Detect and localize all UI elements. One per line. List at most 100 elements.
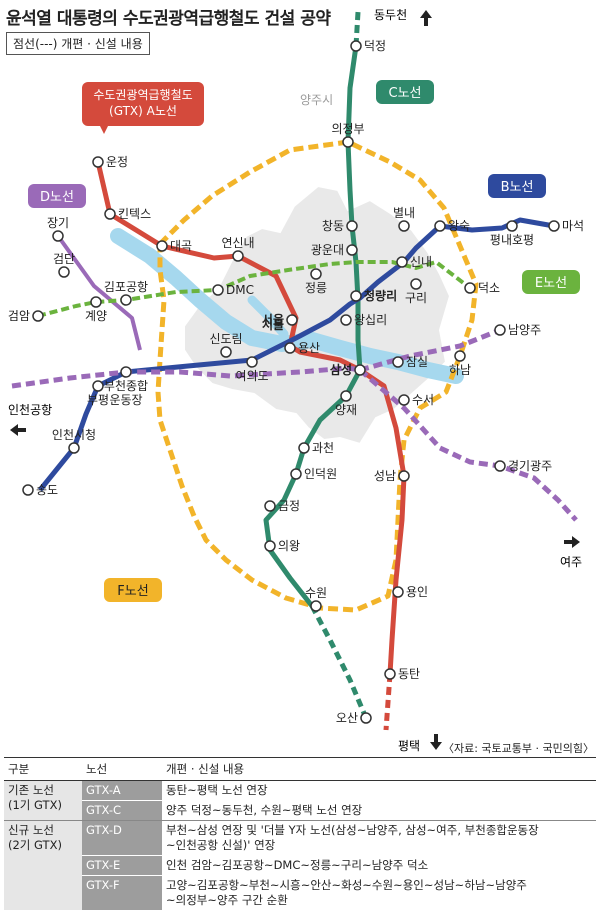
gtx-route-map: 수도권광역급행철도(GTX) A노선 B노선 C노선 D노선 E노선 F노선 양…: [8, 7, 584, 753]
station-label-namyangju: 남양주: [508, 323, 541, 337]
source-note: 〈자료: 국토교통부 · 국민의힘〉: [442, 742, 594, 755]
river-branch: [247, 295, 289, 339]
station-marker-uijeongbu: [342, 136, 354, 148]
table-header-group: 구분: [4, 757, 82, 781]
station-marker-guri: [410, 278, 422, 290]
station-marker-dongtan: [384, 668, 396, 680]
station-marker-hanam: [454, 350, 466, 362]
gtx-d-yeoju: [358, 368, 578, 522]
svg-text:B노선: B노선: [501, 180, 534, 195]
gtx-d-label: D노선: [28, 184, 86, 208]
place-yangju: 양주시: [300, 93, 333, 107]
station-label-jeongneung: 정릉: [305, 281, 327, 295]
station-marker-deokso: [464, 282, 476, 294]
table-header-line: 노선: [82, 757, 162, 781]
gtx-c-label: C노선: [376, 80, 434, 104]
station-marker-samseong: [354, 364, 366, 376]
station-label-suwon: 수원: [305, 586, 327, 600]
station-marker-yongsan: [284, 342, 296, 354]
gtx-a-extension: [383, 673, 393, 731]
station-marker-sindorim: [220, 346, 232, 358]
station-label-hanam: 하남: [449, 363, 471, 377]
station-label-geomdan: 검단: [53, 252, 75, 266]
station-label-yongsan: 용산: [298, 341, 320, 355]
station-label-deokjeong: 덕정: [364, 39, 386, 53]
station-marker-yongin: [392, 586, 404, 598]
station-marker-songdo: [22, 484, 34, 496]
svg-text:인천공항: 인천공항: [8, 402, 52, 417]
station-label-yongin: 용인: [406, 585, 428, 599]
svg-text:C노선: C노선: [389, 86, 422, 101]
station-label-dmc: DMC: [226, 283, 254, 297]
station-marker-geomdan: [58, 266, 70, 278]
gtx-a-label: 수도권광역급행철도(GTX) A노선: [82, 82, 204, 134]
table-row: GTX-C 양주 덕정~동두천, 수원~평택 노선 연장: [4, 800, 596, 821]
station-marker-uiwang: [264, 540, 276, 552]
gtx-c-extension-south: [309, 604, 369, 719]
station-label-uijeongbu: 의정부: [331, 122, 364, 136]
station-markers: 덕정의정부창동광운대청량리왕십리삼성양재과천인덕원금정의왕수원오산운정킨텍스대곡…: [8, 39, 584, 725]
station-marker-pyeongnae: [506, 220, 518, 232]
station-label-maseok: 마석: [562, 219, 584, 233]
station-label-gyeyang: 계양: [85, 309, 107, 323]
station-marker-jeongneung: [310, 268, 322, 280]
arrow-dongducheon: 동두천: [374, 7, 432, 26]
arrow-yeoju: 여주: [560, 536, 582, 569]
station-marker-gwacheon: [298, 442, 310, 454]
gtx-d-namyangju: [359, 327, 501, 373]
station-marker-bupyeong: [92, 380, 104, 392]
gtx-d-line: [11, 365, 361, 389]
station-marker-deokjeong: [350, 40, 362, 52]
station-marker-incheon-city: [68, 442, 80, 454]
station-label-unjeong: 운정: [106, 155, 128, 169]
station-label-yangjae: 양재: [335, 403, 357, 417]
station-marker-yangjae: [340, 390, 352, 402]
station-marker-gyeonggi-gwangju: [494, 460, 506, 472]
station-label-wangsimni: 왕십리: [354, 313, 387, 327]
station-marker-sangbong: [396, 256, 408, 268]
svg-text:동두천: 동두천: [374, 7, 407, 22]
station-marker-namyangju: [494, 324, 506, 336]
station-marker-gyeyang: [90, 296, 102, 308]
station-marker-seoul-st: [286, 314, 298, 326]
station-label-kintex: 킨텍스: [118, 207, 151, 221]
svg-text:수도권광역급행철도(GTX) A노선: 수도권광역급행철도(GTX) A노선: [93, 87, 192, 118]
station-marker-indeogwon: [290, 468, 302, 480]
station-label-changdong: 창동: [322, 219, 344, 233]
station-marker-suwon: [310, 600, 322, 612]
station-label-dongtan: 동탄: [398, 667, 420, 681]
station-label-seoul-st: 서울: [262, 312, 284, 327]
station-label-gwacheon: 과천: [312, 440, 334, 455]
station-label-jamsil: 잠실: [406, 355, 428, 369]
station-label-byeollae: 별내: [393, 206, 415, 220]
station-label-daegok: 대곡: [170, 239, 192, 253]
table-row: 신규 노선 (2기 GTX) GTX-D 부천~삼성 연장 및 '더블 Y자 노…: [4, 820, 596, 910]
station-marker-yeonsinnae: [232, 250, 244, 262]
table-group-cell: 기존 노선 (1기 GTX): [4, 780, 82, 821]
station-marker-wangsimni: [340, 314, 352, 326]
station-marker-kintex: [104, 208, 116, 220]
station-marker-gwangundae: [346, 244, 358, 256]
table-content-cell: 인천 검암~김포공항~DMC~정릉~구리~남양주 덕소: [162, 855, 596, 876]
table-header-content: 개편 · 신설 내용: [162, 757, 596, 781]
station-label-gimpo-airport: 김포공항: [104, 280, 148, 294]
route-plan-table: 구분 노선 개편 · 신설 내용 기존 노선 (1기 GTX) GTX-A 동탄…: [4, 757, 596, 910]
station-marker-suseo: [398, 394, 410, 406]
station-marker-bucheon-sports: [120, 366, 132, 378]
station-label-wangsuk: 왕숙: [448, 219, 470, 233]
svg-text:평택: 평택: [398, 739, 420, 753]
station-label-bupyeong: 부평: [87, 393, 109, 407]
svg-text:E노선: E노선: [535, 276, 567, 291]
station-marker-gimpo-airport: [120, 294, 132, 306]
station-marker-daegok: [156, 240, 168, 252]
svg-text:여주: 여주: [560, 555, 582, 569]
station-marker-dmc: [212, 284, 224, 296]
table-line-cell: GTX-F: [82, 875, 162, 910]
page-title: 윤석열 대통령의 수도권광역급행철도 건설 공약: [6, 9, 331, 29]
station-label-gwangundae: 광운대: [311, 243, 344, 257]
table-line-cell: GTX-E: [82, 855, 162, 876]
station-marker-yeouido: [246, 356, 258, 368]
gtx-b-label: B노선: [488, 174, 546, 198]
svg-text:F노선: F노선: [117, 584, 148, 599]
arrow-incheon-airport: 인천공항: [8, 402, 52, 436]
